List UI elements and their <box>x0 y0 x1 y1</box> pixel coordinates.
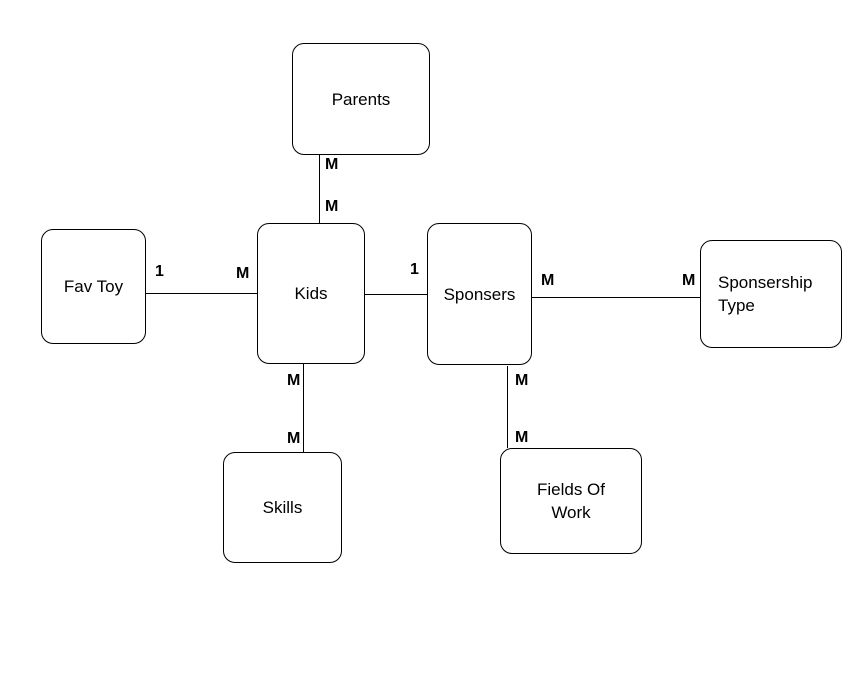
entity-parents: Parents <box>292 43 430 155</box>
entity-fav-toy: Fav Toy <box>41 229 146 344</box>
entity-fields-of-work-label: Fields Of Work <box>536 480 606 522</box>
relationship-line-sponsers-sponsership-type <box>532 297 700 298</box>
entity-fields-of-work: Fields Of Work <box>500 448 642 554</box>
cardinality-kids-end-parents: M <box>325 198 339 215</box>
entity-fav-toy-label: Fav Toy <box>63 277 124 296</box>
cardinality-parents-end: M <box>325 156 339 173</box>
relationship-line-kids-sponsers <box>365 294 427 295</box>
entity-skills-label: Skills <box>262 498 303 517</box>
cardinality-sponsers-end-kids: 1 <box>410 261 419 278</box>
relationship-line-parents-kids <box>319 155 320 223</box>
cardinality-sponsers-end-type: M <box>541 272 555 289</box>
entity-kids: Kids <box>257 223 365 364</box>
entity-sponsers-label: Sponsers <box>443 284 516 304</box>
cardinality-fields-of-work-end: M <box>515 429 529 446</box>
relationship-line-kids-skills <box>303 364 304 452</box>
cardinality-sponsers-end-fields: M <box>515 372 529 389</box>
cardinality-kids-end-skills: M <box>287 372 301 389</box>
entity-sponsers: Sponsers <box>427 223 532 365</box>
cardinality-sponsership-type-end: M <box>682 272 696 289</box>
entity-skills: Skills <box>223 452 342 563</box>
entity-kids-label: Kids <box>294 284 328 303</box>
cardinality-fav-toy-end: 1 <box>155 263 164 280</box>
cardinality-skills-end: M <box>287 430 301 447</box>
cardinality-kids-end-fav-toy: M <box>236 265 250 282</box>
relationship-line-sponsers-fields-of-work <box>507 366 508 448</box>
entity-sponsership-type-label: Sponsership Type <box>718 273 813 315</box>
entity-parents-label: Parents <box>331 89 391 109</box>
relationship-line-fav-toy-kids <box>146 293 257 294</box>
entity-sponsership-type: Sponsership Type <box>700 240 842 348</box>
